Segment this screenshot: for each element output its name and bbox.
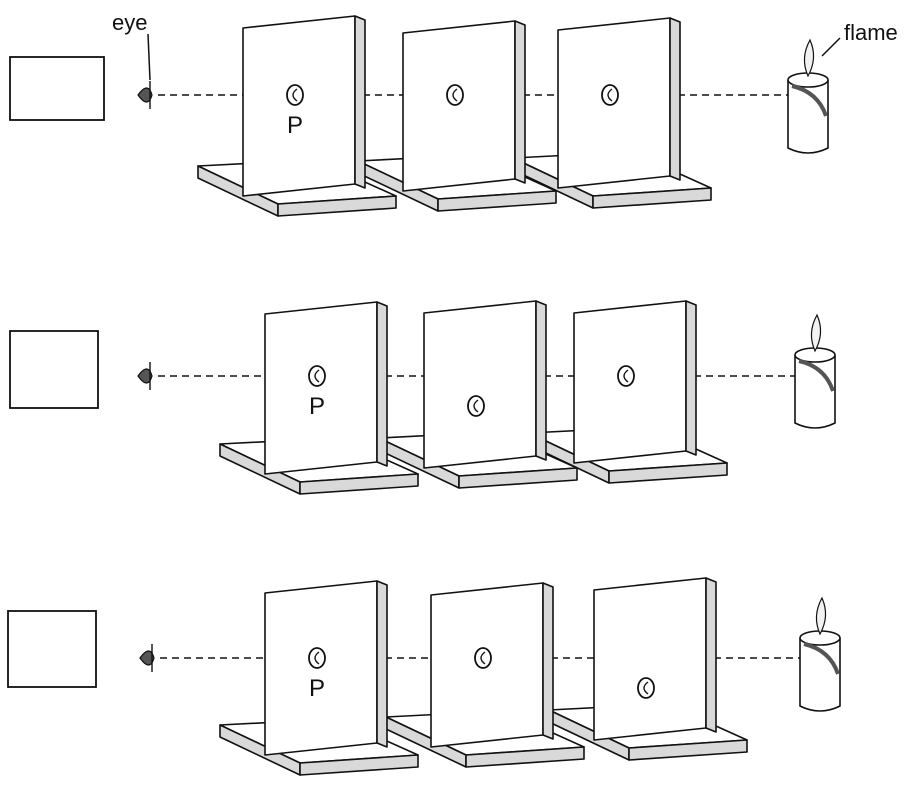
card-label-p: P: [309, 393, 325, 420]
flame-label: flame: [844, 20, 898, 45]
card-hole-rim: [292, 88, 298, 102]
candle-drip: [791, 84, 828, 117]
card-face: [264, 301, 378, 475]
card-edge: [542, 582, 554, 740]
card-base-side: [437, 190, 557, 212]
row-1: P: [9, 15, 829, 217]
eye-label: eye: [112, 10, 147, 35]
card-1: P: [219, 580, 419, 776]
card-face: [402, 20, 516, 192]
card-hole: [467, 395, 485, 417]
card-hole-rim: [473, 399, 479, 413]
card-base-side: [628, 739, 748, 761]
card-hole-rim: [314, 651, 320, 665]
card-label-p: P: [309, 675, 325, 702]
card-edge: [669, 17, 681, 181]
card-1: P: [219, 301, 419, 495]
card-hole: [637, 677, 655, 699]
card-base-side: [299, 754, 419, 776]
card-hole-rim: [452, 88, 458, 102]
card-base-side: [465, 746, 585, 768]
card-face: [423, 300, 537, 469]
card-base-side: [299, 473, 419, 495]
candle: [799, 596, 841, 712]
candle-drip: [803, 642, 840, 675]
row-2: P: [9, 300, 836, 495]
card-edge: [354, 15, 366, 189]
card-2: [378, 300, 578, 489]
card-3: [528, 300, 728, 484]
card-base-side: [458, 467, 578, 489]
card-edge: [376, 301, 388, 467]
card-hole-rim: [480, 651, 486, 665]
screen-box: [9, 56, 105, 121]
card-hole: [601, 84, 619, 106]
flame-icon: [803, 38, 815, 78]
card-3: [512, 17, 712, 209]
eye-icon: [137, 87, 153, 103]
candle: [787, 38, 829, 154]
card-hole: [474, 647, 492, 669]
eye-icon: [139, 650, 155, 666]
flame-leader-line: [821, 37, 841, 57]
screen-box: [7, 610, 97, 688]
card-hole: [286, 84, 304, 106]
card-face: [264, 580, 378, 756]
card-hole: [308, 365, 326, 387]
card-edge: [705, 577, 717, 733]
row-3: P: [7, 577, 841, 776]
card-hole: [446, 84, 464, 106]
card-hole-rim: [314, 369, 320, 383]
screen-box: [9, 330, 99, 409]
card-face: [593, 577, 707, 741]
card-2: [385, 582, 585, 768]
card-1: P: [197, 15, 397, 217]
candle: [794, 313, 836, 429]
card-hole: [617, 365, 635, 387]
card-base-side: [592, 187, 712, 209]
flame-icon: [815, 596, 827, 636]
card-3: [548, 577, 748, 761]
card-edge: [514, 20, 526, 184]
card-hole-rim: [623, 369, 629, 383]
eye-leader-line: [147, 33, 151, 81]
card-base-side: [608, 462, 728, 484]
candle-drip: [798, 359, 835, 392]
card-hole-rim: [643, 681, 649, 695]
flame-icon: [810, 313, 822, 353]
card-hole-rim: [607, 88, 613, 102]
card-2: [357, 20, 557, 212]
card-edge: [685, 300, 697, 456]
card-edge: [376, 580, 388, 748]
card-face: [242, 15, 356, 197]
card-edge: [535, 300, 547, 461]
card-base-side: [277, 195, 397, 217]
eye-icon: [137, 368, 153, 384]
card-hole: [308, 647, 326, 669]
rows-layer: P P P: [7, 15, 841, 776]
card-label-p: P: [287, 112, 303, 139]
